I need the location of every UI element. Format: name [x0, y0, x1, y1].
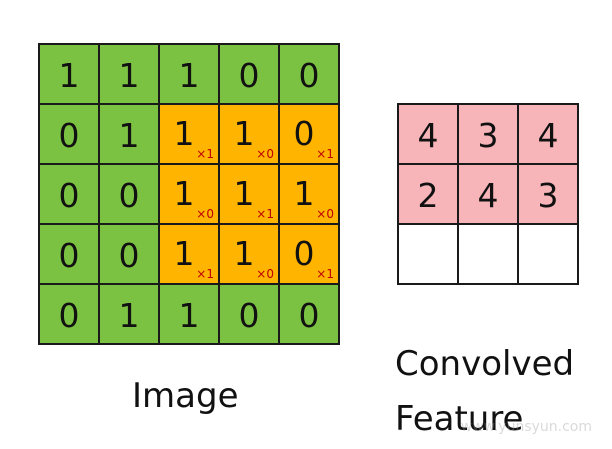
cell-value: 1	[178, 55, 200, 95]
image-cell: 1	[159, 284, 219, 344]
cell-value: 2	[417, 175, 439, 215]
kernel-cell: 1×1	[159, 104, 219, 164]
cell-value: 1	[293, 173, 315, 213]
cell-value: 0	[238, 295, 260, 335]
kernel-weight: ×1	[196, 267, 214, 281]
cell-value: 4	[417, 115, 439, 155]
image-cell: 1	[159, 44, 219, 104]
kernel-cell: 1×0	[159, 164, 219, 224]
cell-value: 0	[118, 235, 140, 275]
watermark: www.yunsyun.com	[460, 419, 592, 435]
image-cell: 1	[99, 104, 159, 164]
image-cell: 0	[99, 164, 159, 224]
cell-value: 3	[537, 175, 559, 215]
image-cell: 0	[39, 104, 99, 164]
feature-cell-empty	[458, 224, 518, 284]
cell-value: 1	[233, 173, 255, 213]
image-cell: 0	[279, 284, 339, 344]
cell-value: 0	[298, 55, 320, 95]
feature-cell: 2	[398, 164, 458, 224]
feature-cell-empty	[518, 224, 578, 284]
kernel-cell: 1×0	[219, 104, 279, 164]
feature-cell: 3	[518, 164, 578, 224]
convolved-feature-label-line2: Feature	[395, 399, 524, 439]
kernel-weight: ×0	[316, 207, 334, 221]
cell-value: 0	[293, 113, 315, 153]
image-cell: 0	[39, 224, 99, 284]
cell-value: 0	[58, 115, 80, 155]
cell-value: 0	[118, 175, 140, 215]
kernel-weight: ×1	[316, 267, 334, 281]
cell-value: 1	[178, 295, 200, 335]
image-cell: 0	[39, 284, 99, 344]
kernel-cell: 1×0	[219, 224, 279, 284]
cell-value: 1	[173, 173, 195, 213]
cell-value: 1	[173, 233, 195, 273]
kernel-weight: ×1	[316, 147, 334, 161]
kernel-cell: 1×1	[159, 224, 219, 284]
cell-value: 0	[58, 235, 80, 275]
image-cell: 0	[279, 44, 339, 104]
cell-value: 1	[233, 113, 255, 153]
kernel-weight: ×0	[256, 147, 274, 161]
kernel-cell: 1×1	[219, 164, 279, 224]
kernel-weight: ×0	[196, 207, 214, 221]
cell-value: 0	[298, 295, 320, 335]
cell-value: 4	[477, 175, 499, 215]
cell-value: 1	[118, 295, 140, 335]
image-cell: 0	[99, 224, 159, 284]
image-cell: 0	[219, 284, 279, 344]
image-cell: 1	[99, 284, 159, 344]
image-cell: 1	[99, 44, 159, 104]
feature-cell: 4	[458, 164, 518, 224]
feature-cell: 4	[518, 104, 578, 164]
kernel-cell: 1×0	[279, 164, 339, 224]
image-label: Image	[132, 376, 239, 416]
cell-value: 4	[537, 115, 559, 155]
cell-value: 1	[58, 55, 80, 95]
kernel-cell: 0×1	[279, 104, 339, 164]
feature-cell: 3	[458, 104, 518, 164]
image-cell: 0	[39, 164, 99, 224]
convolved-feature-label-line1: Convolved	[395, 344, 575, 384]
feature-cell: 4	[398, 104, 458, 164]
cell-value: 0	[293, 233, 315, 273]
cell-value: 1	[173, 113, 195, 153]
kernel-weight: ×1	[256, 207, 274, 221]
kernel-weight: ×0	[256, 267, 274, 281]
cell-value: 0	[58, 175, 80, 215]
kernel-cell: 0×1	[279, 224, 339, 284]
cell-value: 0	[58, 295, 80, 335]
feature-cell-empty	[398, 224, 458, 284]
image-cell: 0	[219, 44, 279, 104]
cell-value: 3	[477, 115, 499, 155]
cell-value: 1	[118, 55, 140, 95]
cell-value: 1	[118, 115, 140, 155]
cell-value: 1	[233, 233, 255, 273]
image-cell: 1	[39, 44, 99, 104]
cell-value: 0	[238, 55, 260, 95]
kernel-weight: ×1	[196, 147, 214, 161]
